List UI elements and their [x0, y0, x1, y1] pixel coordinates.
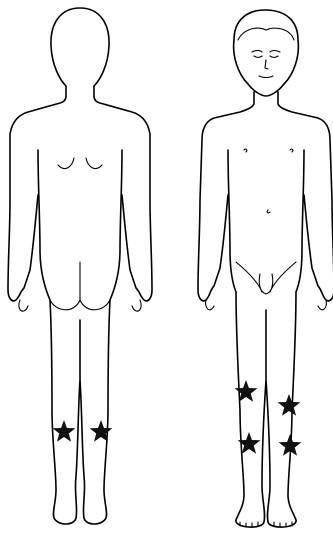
front-body: [198, 92, 333, 301]
front-view-figure: [198, 10, 333, 527]
back-right-lower-leg-star: [90, 420, 113, 442]
back-shoulder-blades: [58, 158, 102, 169]
back-view-figure: [8, 8, 152, 524]
front-left-knee-star: [278, 394, 301, 416]
back-buttocks: [50, 262, 110, 310]
front-face: [252, 51, 280, 78]
back-head: [8, 8, 152, 301]
front-chest-marks: [244, 149, 293, 213]
front-hands: [206, 300, 327, 310]
back-arms-inner: [19, 300, 141, 311]
front-hair-fringe: [238, 28, 294, 40]
front-head: [234, 10, 299, 96]
front-groin: [236, 262, 296, 294]
back-left-lower-leg-star: [53, 420, 76, 442]
back-torso-legs: [38, 150, 122, 524]
